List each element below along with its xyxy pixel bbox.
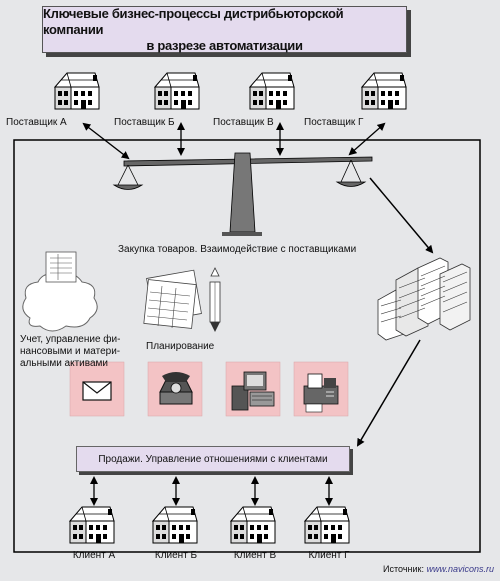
house-icon [154, 72, 200, 110]
client-label: Клиент А [72, 550, 116, 561]
purchasing-label: Закупка товаров. Взаимодействие с постав… [118, 244, 357, 255]
planning-label: Планирование [146, 341, 215, 352]
scales-icon [112, 152, 373, 236]
title-box: Ключевые бизнес-процессы дистрибьюторско… [42, 6, 407, 53]
supplier-label: Поставщик Б [114, 117, 175, 128]
supplier-arrow [348, 122, 386, 156]
spreadsheet-icon [143, 269, 202, 329]
source-url: www.navicons.ru [426, 564, 494, 574]
document-icon [45, 251, 77, 283]
house-icon [361, 72, 407, 110]
client-label: Клиент Б [154, 550, 198, 561]
flow-arrow [356, 339, 421, 447]
cloud-icon [22, 273, 98, 332]
client-label: Клиент Г [308, 550, 350, 561]
house-icon [54, 72, 100, 110]
supplier-label: Поставщик А [6, 117, 67, 128]
telephone-icon [159, 372, 193, 405]
title-line-2: в разрезе автоматизации [146, 37, 303, 53]
office-equipment-icon [231, 371, 275, 411]
title-line-1: Ключевые бизнес-процессы дистрибьюторско… [43, 5, 344, 37]
source-prefix: Источник: [383, 564, 424, 574]
flow-arrow [369, 177, 434, 254]
accounting-label-line-1: Учет, управление фи- [20, 334, 121, 345]
house-icon [304, 506, 350, 544]
pencil-icon [209, 267, 221, 332]
sales-box: Продажи. Управление отношениями с клиент… [76, 446, 350, 472]
accounting-label-line-2: нансовыми и матери- [20, 346, 121, 357]
fax-icon [303, 373, 339, 413]
house-icon [249, 72, 295, 110]
accounting-label-line-3: альными активами [20, 358, 108, 369]
house-icon [152, 506, 198, 544]
supplier-label: Поставщик В [213, 117, 274, 128]
process-frame [13, 139, 481, 553]
house-icon [230, 506, 276, 544]
buildings-icon [377, 257, 471, 341]
sales-label: Продажи. Управление отношениями с клиент… [98, 453, 328, 465]
source-note: Источник: www.navicons.ru [383, 564, 494, 574]
supplier-arrow [82, 122, 130, 160]
envelope-icon [82, 381, 112, 401]
house-icon [69, 506, 115, 544]
client-label: Клиент В [233, 550, 277, 561]
supplier-label: Поставщик Г [304, 117, 364, 128]
